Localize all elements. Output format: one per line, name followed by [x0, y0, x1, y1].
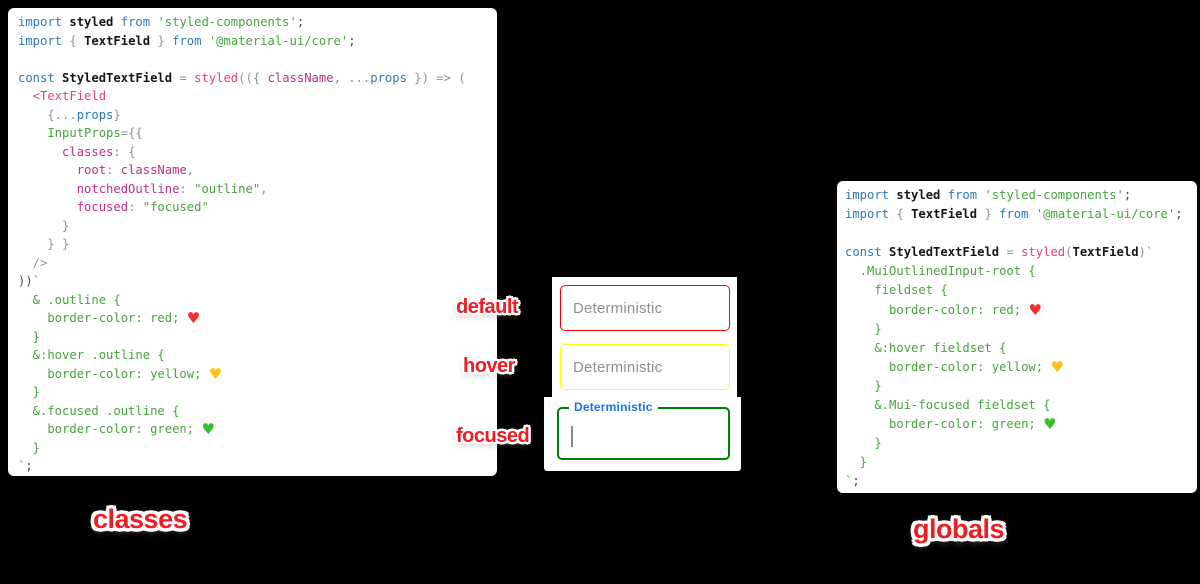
code-line: import styled from 'styled-components';	[18, 15, 305, 29]
textfield-hover-placeholder: Deterministic	[573, 358, 663, 376]
code-line: notchedOutline: "outline",	[18, 181, 268, 196]
code-line: border-color: green; ♥	[845, 415, 1057, 434]
hover-state-label: hover	[463, 355, 515, 377]
code-line: />	[18, 255, 48, 270]
code-line: border-color: red; ♥	[845, 300, 1042, 319]
code-line	[18, 50, 493, 69]
textfield-focused-label: Deterministic	[569, 400, 658, 414]
code-line: focused: "focused"	[18, 200, 209, 214]
code-line: border-color: red; ♥	[18, 309, 201, 327]
code-line: fieldset {	[845, 283, 948, 298]
code-line: border-color: yellow; ♥	[845, 357, 1064, 376]
text-cursor	[571, 426, 573, 447]
code-line: }	[845, 321, 882, 336]
code-line: const StyledTextField = styled(({ classN…	[18, 70, 466, 85]
code-line: InputProps={{	[18, 126, 143, 140]
code-line	[845, 224, 1193, 243]
code-line: } }	[18, 237, 70, 251]
code-line: &:hover .outline {	[18, 348, 165, 362]
code-line: &:hover fieldset {	[845, 340, 1007, 355]
code-line: root: className,	[18, 163, 195, 177]
code-line: import styled from 'styled-components';	[845, 188, 1132, 202]
globals-code: import styled from 'styled-components'; i…	[837, 181, 1197, 492]
code-line: &.focused .outline {	[18, 403, 180, 418]
code-line: &.Mui-focused fieldset {	[845, 398, 1051, 413]
focused-state-label: focused	[456, 425, 530, 447]
textfield-demo-card-top: Deterministic Deterministic	[552, 277, 737, 397]
classes-title-label: classes	[93, 504, 188, 534]
code-line: .MuiOutlinedInput-root {	[845, 264, 1036, 279]
default-state-label: default	[456, 296, 519, 318]
code-line: import { TextField } from '@material-ui/…	[845, 207, 1183, 222]
code-line: const StyledTextField = styled(TextField…	[845, 245, 1154, 260]
code-line: }	[18, 440, 41, 455]
globals-title-label: globals	[913, 514, 1005, 544]
code-line: classes: {	[18, 144, 136, 159]
textfield-demo-card-bottom: Deterministic	[544, 397, 741, 471]
code-line: border-color: green; ♥	[18, 420, 215, 438]
classes-code-card: import styled from 'styled-components'; i…	[8, 8, 497, 476]
textfield-hover[interactable]: Deterministic	[560, 344, 730, 390]
code-line: }	[845, 378, 882, 393]
textfield-default-placeholder: Deterministic	[573, 299, 663, 317]
code-line: }	[845, 436, 882, 451]
code-line: }	[845, 455, 868, 470]
code-line: }	[18, 218, 70, 233]
textfield-default[interactable]: Deterministic	[560, 285, 730, 331]
globals-code-card: import styled from 'styled-components'; i…	[837, 181, 1197, 493]
textfield-focused[interactable]: Deterministic	[557, 400, 730, 460]
code-line: <TextField	[18, 89, 107, 103]
classes-code: import styled from 'styled-components'; i…	[8, 8, 497, 476]
code-line: & .outline {	[18, 292, 121, 307]
code-line: border-color: yellow; ♥	[18, 364, 223, 383]
code-line: }	[18, 385, 41, 399]
code-line: `;	[845, 474, 860, 489]
code-line: ))`	[18, 274, 41, 288]
code-line: {...props}	[18, 107, 121, 122]
code-line: `;	[18, 459, 33, 473]
code-line: }	[18, 329, 41, 344]
code-line: import { TextField } from '@material-ui/…	[18, 33, 356, 48]
